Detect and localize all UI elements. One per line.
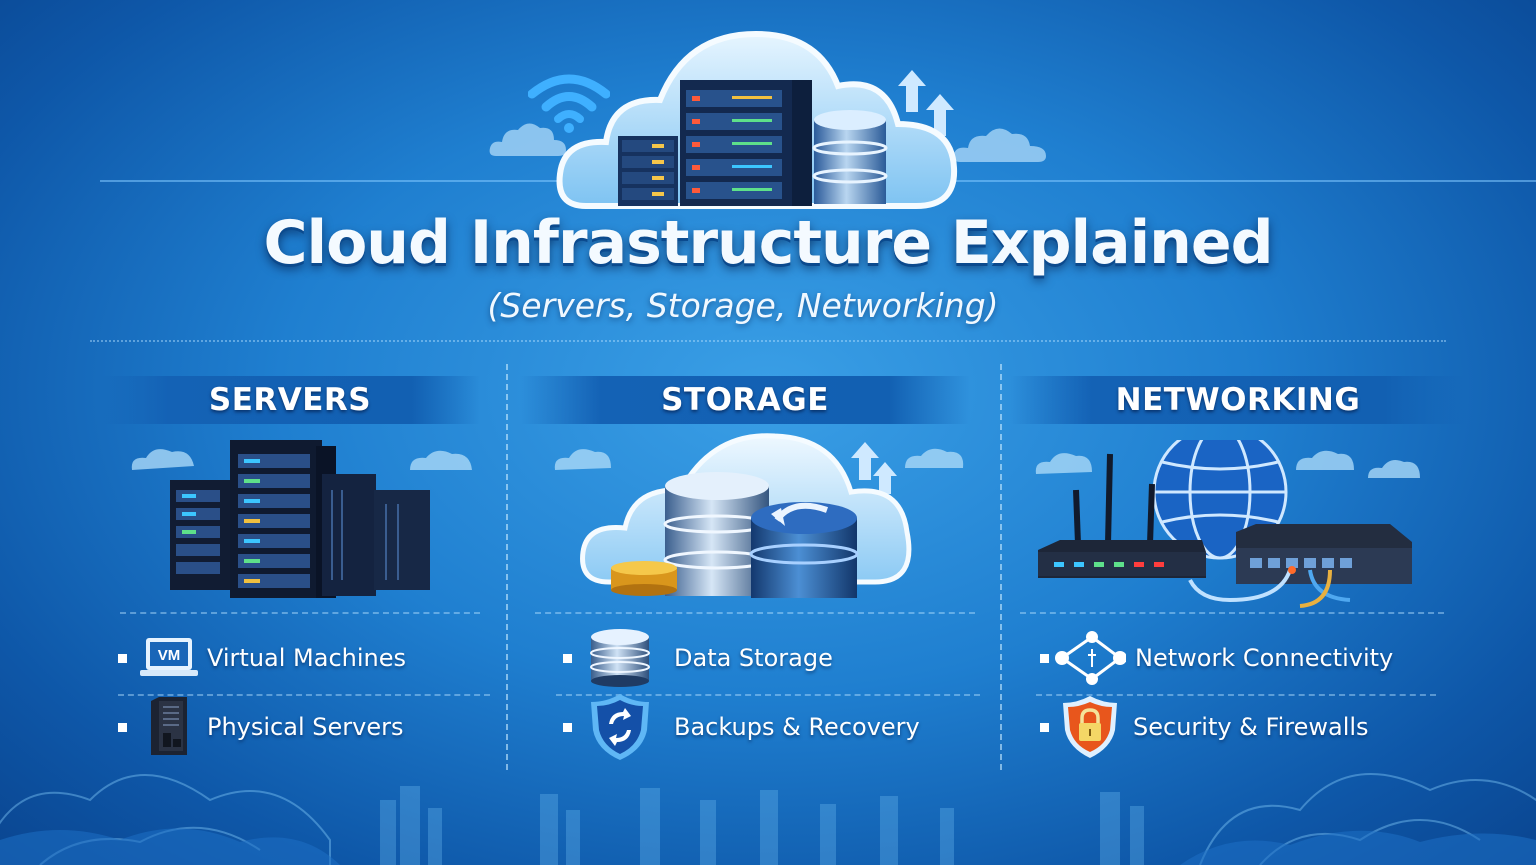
shield-sync-icon [584,694,656,760]
servers-heading-band: SERVERS [100,376,480,424]
networking-heading-band: NETWORKING [1010,376,1466,424]
list-item-data-storage: Data Storage [563,628,833,688]
column-divider [506,364,508,770]
networking-divider [1020,612,1444,614]
servers-heading: SERVERS [208,382,372,418]
storage-heading: STORAGE [661,382,829,418]
bullet-icon [563,653,572,663]
bullet-icon [118,653,127,663]
title-divider [90,340,1446,342]
network-nodes-icon [1051,628,1127,688]
vm-laptop-icon: VM [139,628,199,688]
bullet-icon [563,722,572,732]
upload-arrows-icon [898,70,954,136]
storage-heading-band: STORAGE [520,376,970,424]
page-title: Cloud Infrastructure Explained [263,208,1273,278]
router-globe-switch-icon [1035,440,1420,608]
wifi-icon [528,74,610,133]
svg-text:VM: VM [158,647,181,664]
item-label: Backups & Recovery [674,713,920,741]
server-racks-icon [131,440,472,598]
database-icon [584,628,656,688]
servers-divider [120,612,480,614]
list-item-backups-recovery: Backups & Recovery [563,694,920,760]
storage-divider [535,612,975,614]
bullet-icon [118,722,127,732]
column-divider [1000,364,1002,770]
bullet-icon [1040,722,1049,732]
list-item-physical-servers: Physical Servers [118,697,403,757]
item-label: Virtual Machines [207,644,407,672]
bullet-icon [1040,653,1049,663]
tower-server-icon [139,697,199,757]
cloud-icon [489,123,566,156]
item-divider [118,694,490,696]
networking-heading: NETWORKING [1115,382,1361,418]
item-divider [556,694,980,696]
item-label: Physical Servers [207,713,404,741]
item-label: Network Connectivity [1135,644,1394,672]
list-item-virtual-machines: VM Virtual Machines [118,628,406,688]
item-label: Security & Firewalls [1133,713,1369,741]
page-subtitle: (Servers, Storage, Networking) [487,286,999,325]
item-label: Data Storage [674,644,833,672]
shield-lock-icon [1057,696,1123,758]
item-divider [1036,694,1436,696]
hero-cloud-servers-illustration [556,30,958,209]
list-item-security-firewalls: Security & Firewalls [1040,696,1369,758]
cloud-icon [953,128,1046,162]
cloud-database-icon [554,433,964,598]
skyline-clouds-decoration [0,773,1536,865]
list-item-network-connectivity: Network Connectivity [1040,628,1393,688]
